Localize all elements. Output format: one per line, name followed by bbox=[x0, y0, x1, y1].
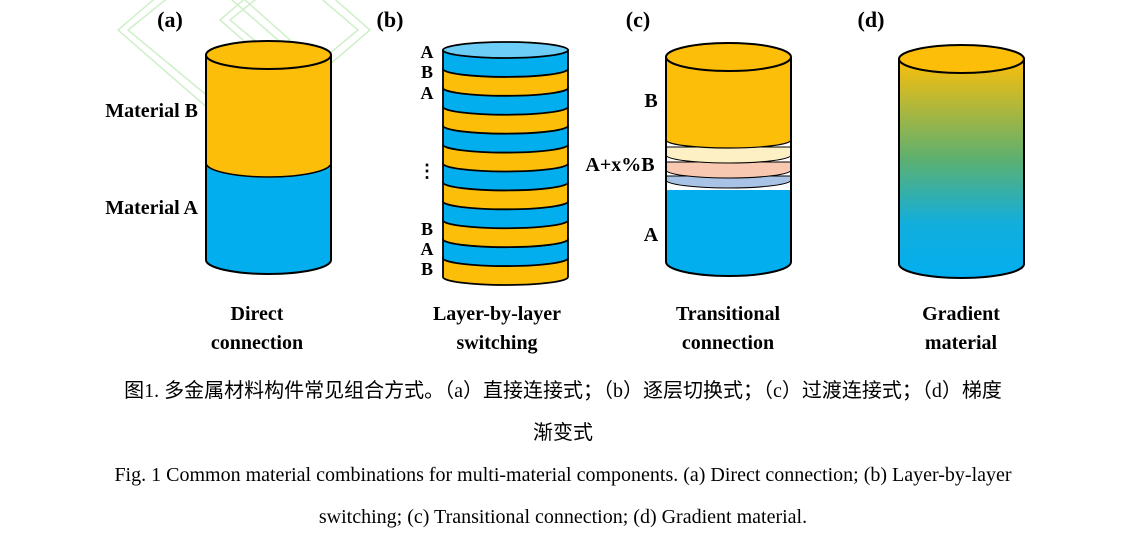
figure-caption-cn: 图1. 多金属材料构件常见组合方式。（a）直接连接式；（b）逐层切换式；（c）过… bbox=[124, 380, 1002, 402]
segment-a bbox=[666, 190, 791, 276]
segment-b bbox=[665, 56, 792, 149]
segment-b-label: B bbox=[644, 90, 657, 112]
figure-caption-en-line2: switching; (c) Transitional connection; … bbox=[318, 506, 808, 528]
panel-d: (d) Gradient material bbox=[858, 7, 1025, 354]
gradient-body bbox=[898, 58, 1025, 279]
stack-letter-bottom-3: B bbox=[421, 259, 433, 279]
figure-caption-cn-line2: 渐变式 bbox=[533, 422, 593, 444]
material-b-label: Material B bbox=[105, 100, 198, 122]
material-a-label: Material A bbox=[105, 197, 198, 219]
panel-a-label: (a) bbox=[157, 7, 183, 32]
panel-c-caption-line2: connection bbox=[682, 332, 774, 354]
panel-c-label: (c) bbox=[626, 7, 650, 32]
cylinder-a bbox=[205, 40, 332, 275]
panel-b-caption-line2: switching bbox=[456, 332, 537, 354]
cylinder-c bbox=[665, 42, 792, 277]
transition-label: A+x%B bbox=[585, 154, 654, 176]
figure-caption-en: Fig. 1 Common material combinations for … bbox=[114, 464, 1012, 486]
panel-b-label: (b) bbox=[377, 7, 404, 32]
panel-a-caption-line1: Direct bbox=[231, 303, 284, 325]
panel-c: (c) B A+x%B A Transitional connection bbox=[585, 7, 792, 354]
panel-b: (b) A B A ⋮ B A B Layer-by-layer switchi… bbox=[377, 7, 569, 354]
stack-letter-bottom-1: B bbox=[421, 219, 433, 239]
panel-a: (a) Material B Material A Direct connect… bbox=[105, 7, 332, 354]
figure-diagram: (a) Material B Material A Direct connect… bbox=[105, 0, 1025, 354]
segment-a-label: A bbox=[644, 224, 659, 246]
cylinder-d-top bbox=[898, 44, 1025, 74]
stack-letter-top-1: A bbox=[421, 42, 434, 62]
stack-letter-top-2: B bbox=[421, 62, 433, 82]
stack-top bbox=[442, 41, 569, 59]
cylinder-a-top bbox=[205, 40, 332, 70]
stack-ellipsis: ⋮ bbox=[418, 161, 436, 181]
panel-d-caption-line2: material bbox=[925, 332, 998, 354]
material-a-segment bbox=[206, 163, 331, 275]
panel-d-caption-line1: Gradient bbox=[922, 303, 1000, 325]
cylinder-c-top bbox=[665, 42, 792, 72]
panel-a-caption-line2: connection bbox=[211, 332, 303, 354]
panel-d-label: (d) bbox=[858, 7, 885, 32]
stack-letter-top-3: A bbox=[421, 83, 434, 103]
stack-letter-bottom-2: A bbox=[421, 239, 434, 259]
material-b-segment bbox=[205, 54, 332, 178]
cylinder-d bbox=[898, 44, 1025, 279]
layered-cylinder bbox=[442, 41, 569, 286]
panel-b-caption-line1: Layer-by-layer bbox=[433, 303, 561, 325]
panel-c-caption-line1: Transitional bbox=[676, 303, 781, 325]
